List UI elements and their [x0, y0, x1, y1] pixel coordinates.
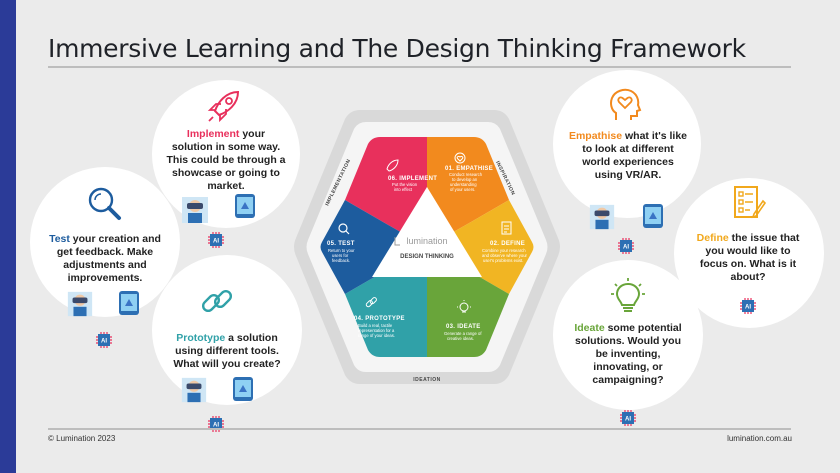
- center-panel: [372, 187, 482, 277]
- tablet-icon: [233, 377, 253, 401]
- desc-prototype-3: range of your ideas.: [358, 333, 395, 338]
- empathise-text: Empathise what it's like to look at diff…: [568, 130, 688, 182]
- desc-empathise-1: Conduct research: [449, 172, 483, 177]
- ai-chip-icon: AI: [208, 232, 224, 248]
- desc-prototype-1: Build a real, tactile: [358, 323, 393, 328]
- prototype-card: [152, 255, 302, 405]
- ideate-keyword: Ideate: [574, 322, 605, 334]
- implement-text: Implement your solution in some way. Thi…: [166, 128, 286, 193]
- desc-implement-2: into effect: [394, 187, 413, 192]
- ai-chip-icon: AI: [620, 410, 636, 426]
- svg-text:AI: AI: [101, 339, 107, 345]
- label-prototype: 04. PROTOTYPE: [354, 316, 405, 322]
- empathise-card: [553, 70, 701, 218]
- checklist-icon: [734, 186, 766, 219]
- tablet-icon: [235, 194, 255, 218]
- tablet-icon: [643, 204, 663, 228]
- vr-headset-icon: [67, 291, 93, 317]
- ideate-text: Ideate some potential solutions. Would y…: [568, 322, 688, 387]
- prototype-keyword: Prototype: [176, 332, 226, 344]
- desc-define-3: user's problems exist.: [483, 258, 523, 263]
- desc-test-3: feedback.: [332, 258, 350, 263]
- copyright: © Lumination 2023: [48, 434, 116, 443]
- ai-chip-icon: AI: [208, 416, 224, 432]
- footer-divider: [48, 428, 791, 430]
- segment-define: [427, 200, 534, 294]
- rocket-icon: [207, 90, 240, 123]
- define-text: Define the issue that you would like to …: [692, 232, 804, 284]
- desc-prototype-2: representation for a: [358, 328, 395, 333]
- segment-implement: [345, 137, 427, 247]
- label-empathise: 01. EMPATHISE: [445, 166, 493, 172]
- ring-label-ideation: IDEATION: [413, 377, 441, 383]
- design-thinking-hexagon: IMPLEMENTATION INSPIRATION IDEATION lumi…: [294, 110, 560, 384]
- heart-head-icon: [610, 88, 642, 120]
- define-keyword: Define: [696, 232, 729, 244]
- desc-ideate-1: Generate a range of: [444, 331, 482, 336]
- label-test: 05. TEST: [327, 241, 355, 247]
- lightbulb-icon: [457, 300, 471, 313]
- label-define: 02. DEFINE: [490, 241, 525, 247]
- test-text: Test your creation and get feedback. Mak…: [40, 233, 170, 285]
- desc-define-1: Combine your research: [482, 248, 526, 253]
- empathise-keyword: Empathise: [568, 130, 623, 142]
- rocket-icon: [386, 159, 399, 172]
- prototype-description: a solution using different tools. What w…: [173, 332, 281, 370]
- website-link[interactable]: lumination.com.au: [727, 434, 792, 443]
- desc-define-2: and observe where your: [482, 253, 528, 258]
- svg-text:AI: AI: [213, 239, 219, 245]
- chain-link-icon: [201, 289, 233, 313]
- test-keyword: Test: [49, 233, 70, 245]
- ai-chip-icon: AI: [740, 298, 756, 314]
- magnifier-icon: [338, 223, 350, 235]
- empathise-description: what it's like to look at different worl…: [582, 130, 688, 181]
- checklist-icon: [501, 221, 512, 235]
- prototype-text: Prototype a solution using different too…: [166, 332, 288, 371]
- vr-headset-icon: [182, 197, 208, 223]
- magnifier-icon: [88, 187, 121, 220]
- accent-bar: [0, 0, 16, 473]
- implement-card: [152, 80, 300, 228]
- ideate-description: some potential solutions. Would you be i…: [575, 322, 682, 386]
- svg-text:AI: AI: [745, 305, 751, 311]
- define-description: the issue that you would like to focus o…: [699, 232, 800, 283]
- lightbulb-icon: [611, 278, 645, 312]
- desc-test-1: Return to your: [328, 248, 355, 253]
- segment-empathise: [427, 137, 509, 247]
- center-label: DESIGN THINKING: [400, 254, 454, 260]
- segment-labels: 06. IMPLEMENT Put the vision into effect…: [327, 166, 528, 341]
- test-description: your creation and get feedback. Make adj…: [56, 233, 161, 284]
- desc-implement-1: Put the vision: [392, 182, 418, 187]
- heart-head-icon: [454, 152, 466, 164]
- desc-empathise-2: to develop an: [452, 177, 478, 182]
- desc-test-2: users for: [332, 253, 349, 258]
- label-implement: 06. IMPLEMENT: [388, 176, 437, 182]
- desc-empathise-4: of your users.: [450, 187, 475, 192]
- desc-empathise-3: understanding: [450, 182, 477, 187]
- ai-chip-icon: AI: [618, 238, 634, 254]
- chain-link-icon: [365, 297, 377, 308]
- page-title: Immersive Learning and The Design Thinki…: [48, 34, 746, 63]
- svg-text:AI: AI: [623, 245, 629, 251]
- svg-text:AI: AI: [625, 417, 631, 423]
- vr-headset-icon: [181, 377, 207, 403]
- svg-text:AI: AI: [213, 423, 219, 429]
- lumination-logo-icon: [394, 237, 400, 246]
- center-brand: lumination: [406, 236, 447, 246]
- implement-keyword: Implement: [186, 128, 240, 140]
- label-ideate: 03. IDEATE: [446, 324, 481, 330]
- vr-headset-icon: [589, 204, 615, 230]
- tablet-icon: [119, 291, 139, 315]
- ai-chip-icon: AI: [96, 332, 112, 348]
- implement-description: your solution in some way. This could be…: [166, 128, 286, 192]
- desc-ideate-2: creative ideas.: [447, 336, 474, 341]
- segment-test: [320, 200, 427, 294]
- test-card: [30, 167, 180, 317]
- title-divider: [48, 66, 791, 68]
